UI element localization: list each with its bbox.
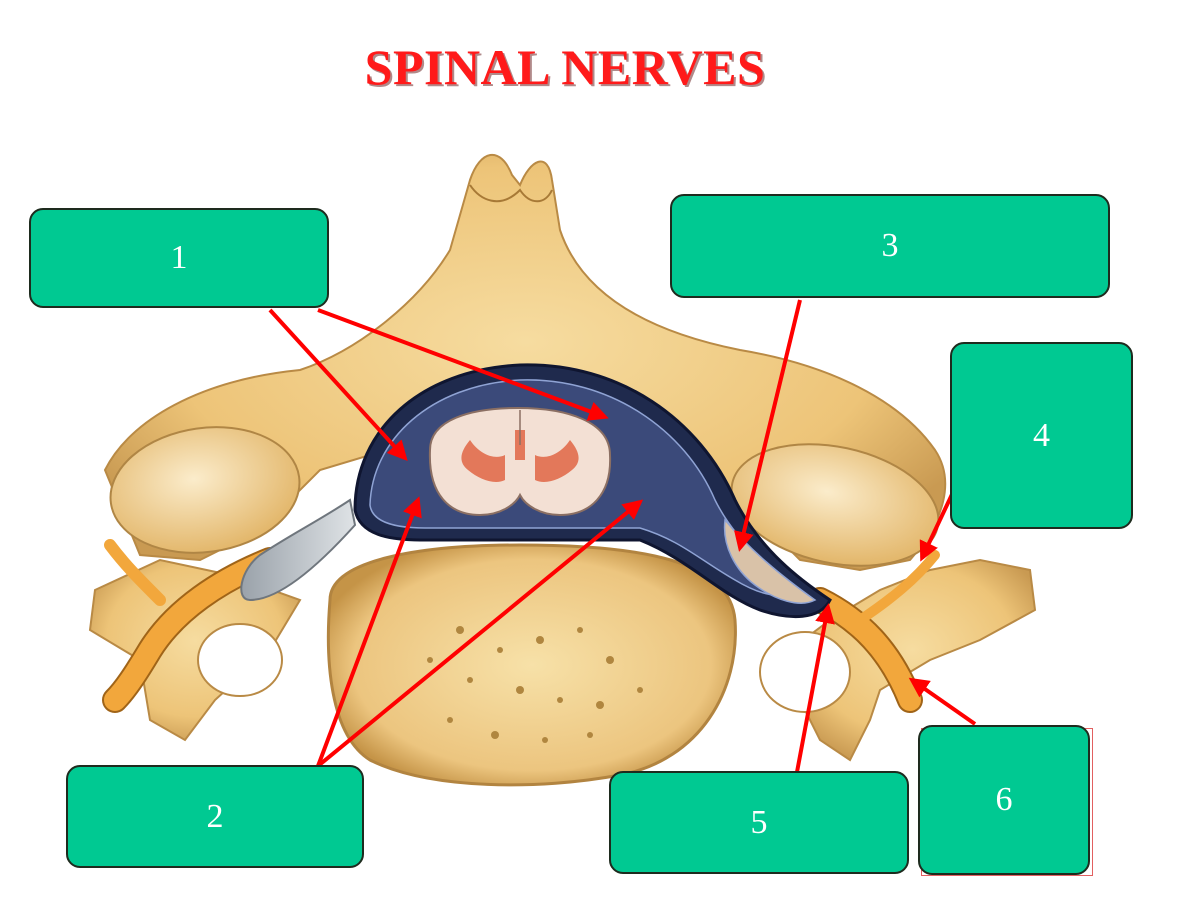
label-box-6[interactable]: 6 — [918, 725, 1090, 875]
label-4-text: 4 — [1033, 416, 1050, 454]
label-box-2[interactable]: 2 — [66, 765, 364, 868]
pointer-3 — [734, 299, 802, 552]
spinal-cord — [428, 406, 612, 517]
pointer-1a — [268, 308, 408, 461]
label-box-4[interactable]: 4 — [950, 342, 1133, 529]
pointer-5a — [795, 603, 835, 773]
pointer-arrows — [268, 299, 977, 773]
transverse-process-left — [88, 558, 302, 742]
label-box-3[interactable]: 3 — [670, 194, 1110, 298]
dural-sleeve-left — [240, 498, 357, 602]
pointer-2b — [316, 499, 644, 768]
pointer-6 — [908, 677, 977, 726]
spinal-nerve-left — [102, 539, 283, 713]
label-2-text: 2 — [206, 797, 224, 835]
pointer-4 — [919, 487, 957, 562]
label-box-1[interactable]: 1 — [29, 208, 329, 308]
label-1-text: 1 — [170, 239, 188, 276]
pointer-1b — [317, 308, 609, 421]
vertebral-body — [326, 543, 737, 787]
label-6-text: 6 — [995, 781, 1013, 818]
label-5-text: 5 — [750, 803, 768, 841]
label-box-5[interactable]: 5 — [609, 771, 909, 874]
articular-facet-left — [109, 426, 301, 554]
vertebral-arch — [103, 154, 947, 572]
pointer-2a — [316, 496, 422, 767]
label-3-text: 3 — [881, 227, 899, 264]
page-title: SPINAL NERVES — [364, 39, 766, 95]
